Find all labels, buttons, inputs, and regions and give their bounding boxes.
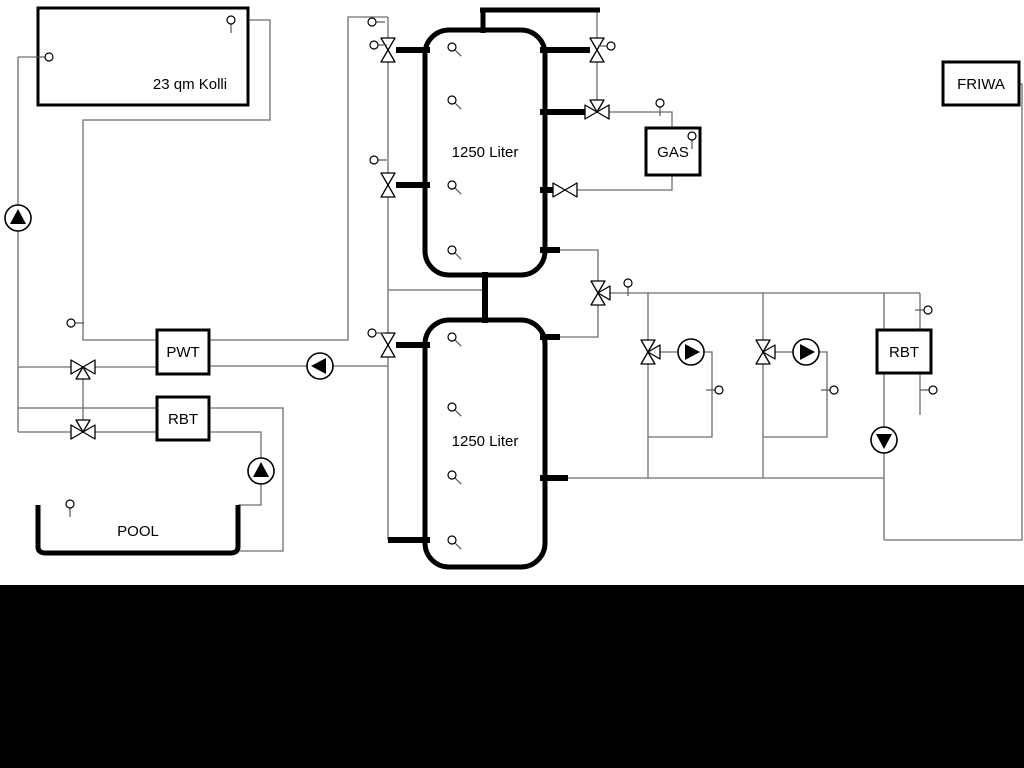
pool-label: POOL [117,523,159,540]
friwa-station-box [941,60,1021,107]
pool-basin [35,505,241,556]
tank-bottom-label: 1250 Liter [452,433,519,450]
pump-icon [792,338,820,366]
tank-top-header [480,7,600,33]
pump-icon [4,204,32,232]
solar-collector-box [36,6,250,107]
pwt-heat-exchanger-box [155,328,211,376]
tank-top-label: 1250 Liter [452,144,519,161]
pump-icon [306,352,334,380]
friwa-label: FRIWA [957,76,1005,93]
rbt-solar-heat-exchanger-box [155,395,211,442]
gas-label: GAS [657,144,689,161]
pipe-pwt-tank-loop [208,16,485,540]
collector-label: 23 qm Kolli [153,76,227,93]
rbt-dhw-label: RBT [889,344,919,361]
rbt-solar-label: RBT [168,411,198,428]
pump-icon [247,457,275,485]
letterbox [0,585,1024,768]
pipes-thick [388,7,600,543]
rbt-dhw-heat-exchanger-box [875,328,933,375]
tank-stubs [388,47,590,543]
pump-icon [870,426,898,454]
pwt-label: PWT [166,344,199,361]
pump-icon [677,338,705,366]
